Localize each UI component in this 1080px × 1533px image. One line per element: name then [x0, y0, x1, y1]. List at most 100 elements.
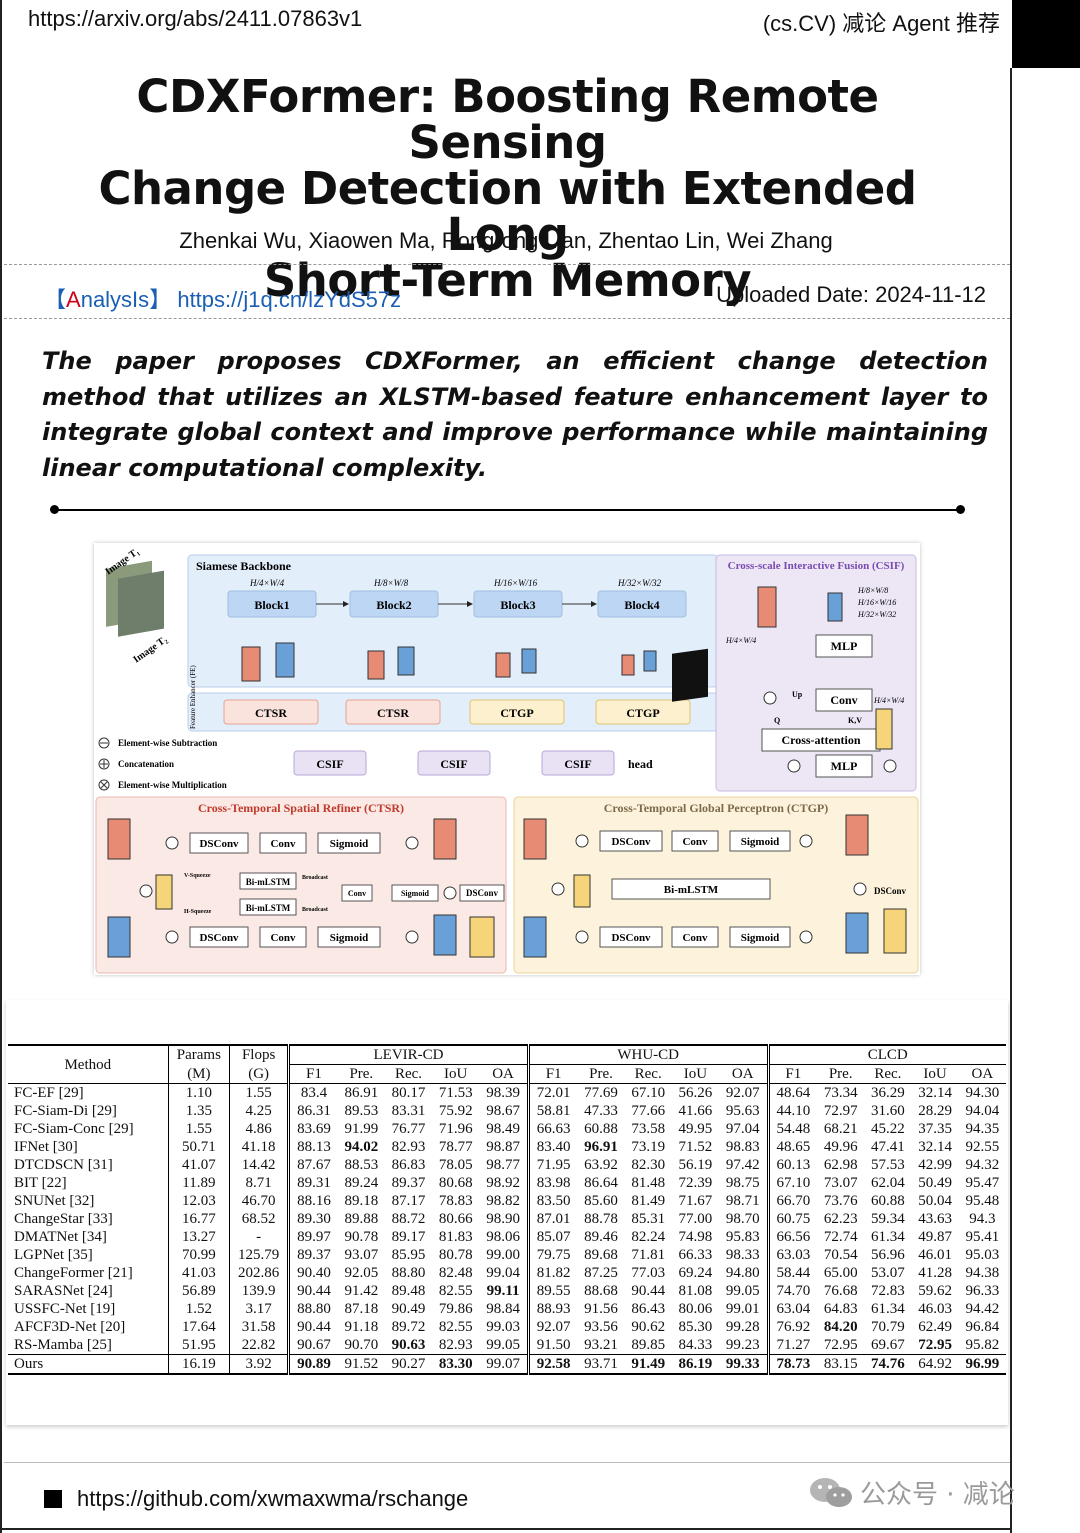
flops-cell: 1.55 [229, 1083, 289, 1102]
scale-label: H/32×W/32 [617, 578, 662, 588]
metric-cell: 62.04 [871, 1175, 905, 1191]
metric-cell: 83.30 [432, 1354, 480, 1375]
flops-cell: 3.92 [229, 1354, 289, 1375]
svg-text:H-Squeeze: H-Squeeze [184, 909, 212, 915]
metric-cell: 90.44 [287, 1318, 338, 1336]
metric-cell: 98.87 [486, 1139, 520, 1155]
flops-cell: 41.18 [229, 1138, 289, 1156]
metric-cell: 87.01 [526, 1210, 578, 1228]
metric-cell: 93.56 [584, 1319, 618, 1335]
metric-cell: 71.27 [766, 1336, 818, 1355]
svg-text:H/4×W/4: H/4×W/4 [725, 636, 756, 645]
metric-cell: 99.05 [486, 1337, 520, 1353]
metric-cell: 98.33 [725, 1247, 760, 1263]
metric-cell: 83.31 [391, 1103, 426, 1119]
params-cell: 51.95 [167, 1336, 230, 1355]
header-metric: Pre. [349, 1066, 374, 1082]
metric-cell: 86.19 [671, 1354, 719, 1375]
metric-cell: 44.10 [766, 1102, 818, 1120]
metric-cell: 48.64 [766, 1083, 818, 1102]
metric-cell: 94.38 [965, 1265, 1000, 1281]
scale-label: H/16×W/16 [493, 578, 538, 588]
metric-cell: 69.67 [871, 1337, 905, 1353]
svg-text:Broadcast: Broadcast [302, 875, 328, 881]
metric-cell: 98.49 [486, 1121, 520, 1137]
header-metric: OA [971, 1066, 994, 1082]
flops-cell: 22.82 [229, 1336, 289, 1355]
header-metric: F1 [526, 1064, 578, 1084]
metric-cell: 41.28 [918, 1265, 952, 1281]
metric-cell: 91.49 [624, 1354, 672, 1375]
method-cell: FC-Siam-Conc [29] [14, 1121, 134, 1137]
metric-cell: 89.30 [287, 1210, 338, 1228]
metric-cell: 83.4 [287, 1083, 338, 1102]
header-metric: OA [492, 1066, 514, 1082]
github-link[interactable]: https://github.com/xwmaxwma/rschange [77, 1486, 469, 1511]
metric-cell: 89.37 [391, 1175, 426, 1191]
metric-cell: 81.48 [631, 1175, 666, 1191]
metric-cell: 43.63 [918, 1211, 952, 1227]
watermark: 公众号 · 减论 [860, 1480, 1015, 1510]
metric-cell: 83.50 [526, 1192, 578, 1210]
header-metric: F1 [287, 1064, 338, 1084]
header-flops: Flops [229, 1044, 289, 1065]
abstract: The paper proposes CDXFormer, an efficie… [42, 347, 988, 482]
params-cell: 16.77 [167, 1210, 230, 1228]
method-cell: ChangeStar [33] [14, 1211, 113, 1227]
metric-cell: 88.53 [344, 1157, 379, 1173]
metric-cell: 80.78 [438, 1247, 473, 1263]
method-cell: BIT [22] [14, 1175, 67, 1191]
header-metric: IoU [923, 1066, 947, 1082]
metric-cell: 82.93 [438, 1337, 473, 1353]
metric-cell: 82.55 [438, 1283, 473, 1299]
metric-cell: 94.04 [965, 1103, 1000, 1119]
csif-1 [293, 750, 367, 776]
metric-cell: 85.31 [631, 1211, 666, 1227]
params-cell: 50.71 [167, 1138, 230, 1156]
metric-cell: 78.73 [766, 1354, 818, 1375]
arxiv-url[interactable]: https://arxiv.org/abs/2411.07863v1 [28, 6, 363, 31]
header-metric: F1 [766, 1064, 818, 1084]
header-metric: IoU [683, 1066, 708, 1082]
flops-cell: - [229, 1228, 289, 1246]
metric-cell: 88.93 [526, 1300, 578, 1318]
metric-cell: 89.53 [344, 1103, 379, 1119]
metric-cell: 85.60 [584, 1193, 618, 1209]
csif-3 [541, 750, 615, 776]
metric-cell: 82.55 [438, 1319, 473, 1335]
metric-cell: 60.88 [871, 1193, 905, 1209]
header-metric: Rec. [394, 1066, 423, 1082]
metric-cell: 77.66 [631, 1103, 666, 1119]
flops-cell: 125.79 [229, 1246, 289, 1264]
analysis-link[interactable]: https://j1q.cn/lzYdS57z [177, 287, 402, 312]
metric-cell: 63.92 [584, 1157, 618, 1173]
metric-cell: 90.67 [287, 1336, 338, 1355]
metric-cell: 90.63 [391, 1337, 426, 1353]
metric-cell: 94.3 [969, 1211, 996, 1227]
paper-title: CDXFormer: Boosting Remote Sensing Chang… [40, 74, 975, 304]
csif-label: CSIF [564, 757, 591, 771]
metric-cell: 96.99 [958, 1354, 1006, 1375]
image-t2 [118, 570, 164, 637]
flops-cell: 8.71 [229, 1174, 289, 1192]
svg-text:H/4×W/4: H/4×W/4 [873, 696, 904, 705]
params-cell: 17.64 [167, 1318, 230, 1336]
metric-cell: 42.99 [918, 1157, 952, 1173]
title-line: Change Detection with Extended Long [98, 162, 917, 261]
rule-dot [50, 505, 59, 514]
metric-cell: 98.83 [725, 1139, 760, 1155]
svg-text:Sigmoid: Sigmoid [741, 836, 780, 848]
flops-cell: 4.86 [229, 1120, 289, 1138]
metric-cell: 71.53 [432, 1083, 480, 1102]
metric-cell: 72.74 [823, 1229, 858, 1245]
svg-text:Broadcast: Broadcast [302, 907, 328, 913]
metric-cell: 46.03 [918, 1301, 952, 1317]
metric-cell: 28.29 [918, 1103, 952, 1119]
